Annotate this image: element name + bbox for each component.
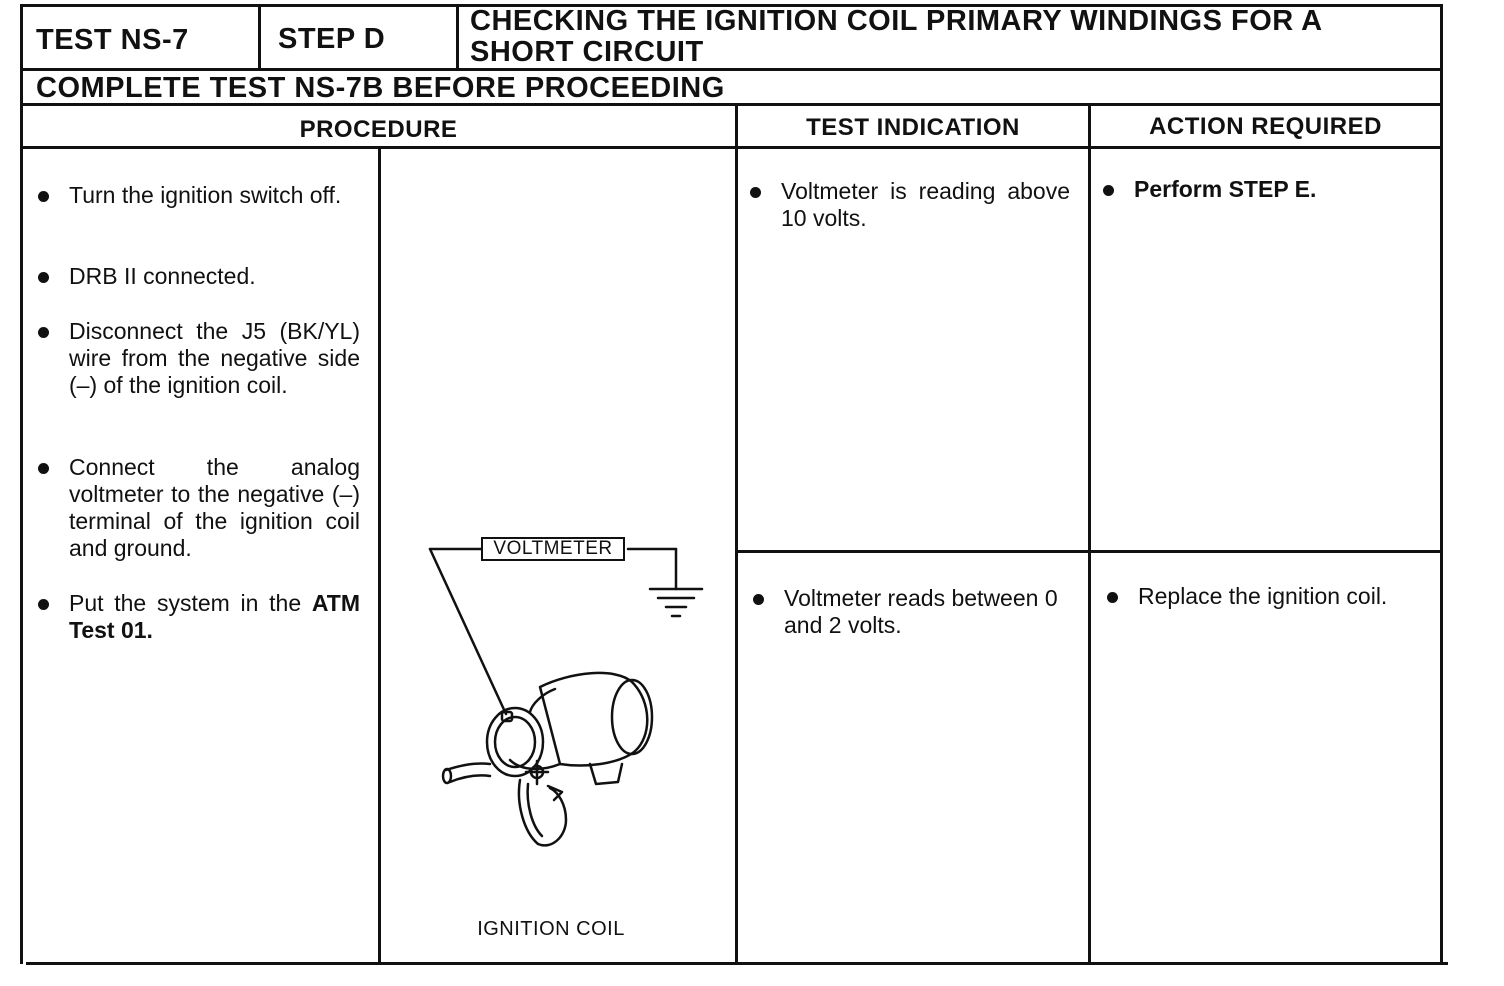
bullet-icon bbox=[38, 272, 49, 283]
bullet-icon bbox=[38, 191, 49, 202]
test-indication-text: Voltmeter is reading above 10 volts. bbox=[781, 178, 1070, 231]
bullet-icon bbox=[750, 187, 761, 198]
rule-header-mid bbox=[20, 68, 1442, 71]
bullet-icon bbox=[1107, 592, 1118, 603]
procedure-step: Connect the analog voltmeter to the nega… bbox=[38, 454, 360, 562]
procedure-step-text: Put the system in the bbox=[69, 590, 312, 616]
procedure-step: Put the system in the ATM Test 01. bbox=[38, 590, 360, 644]
rule-header-col2 bbox=[456, 4, 459, 70]
test-id: TEST NS-7 bbox=[36, 24, 189, 56]
column-header-test-indication: TEST INDICATION bbox=[806, 114, 1020, 141]
ignition-coil-diagram bbox=[428, 547, 704, 847]
procedure-step-wrap: Put the system in the ATM Test 01. bbox=[69, 590, 360, 644]
test-indication: Voltmeter reads between 0 and 2 volts. bbox=[753, 585, 1075, 639]
rule-procedure-inner bbox=[378, 148, 381, 964]
procedure-step: Turn the ignition switch off. bbox=[38, 182, 360, 209]
column-header-action-required: ACTION REQUIRED bbox=[1149, 113, 1382, 140]
column-header-procedure: PROCEDURE bbox=[299, 116, 458, 143]
table-border-top bbox=[20, 4, 1442, 7]
step-label: STEP D bbox=[278, 23, 386, 55]
bullet-icon bbox=[38, 463, 49, 474]
action-required-text: Replace the ignition coil. bbox=[1138, 583, 1388, 609]
procedure-step: Disconnect the J5 (BK/YL) wire from the … bbox=[38, 318, 360, 399]
action-required-text: Perform STEP E. bbox=[1134, 176, 1317, 202]
prerequisite-note: COMPLETE TEST NS-7B BEFORE PROCEEDING bbox=[36, 72, 725, 104]
voltmeter-box: VOLTMETER bbox=[481, 537, 625, 561]
voltmeter-label: VOLTMETER bbox=[493, 538, 613, 559]
bullet-icon bbox=[1103, 185, 1114, 196]
table-border-left bbox=[20, 4, 23, 964]
procedure-step-text: Connect the analog voltmeter to the nega… bbox=[69, 454, 360, 561]
bullet-icon bbox=[38, 327, 49, 338]
action-required: Replace the ignition coil. bbox=[1107, 583, 1432, 610]
procedure-step-bold: ATM Test 01. bbox=[69, 590, 360, 643]
rule-colheader-bottom bbox=[20, 146, 1442, 149]
test-indication-text: Voltmeter reads between 0 and 2 volts. bbox=[784, 585, 1058, 638]
procedure-step-text: Disconnect the J5 (BK/YL) wire from the … bbox=[69, 318, 360, 398]
rule-col-action bbox=[1088, 105, 1091, 964]
procedure-step-text: DRB II connected. bbox=[69, 263, 256, 289]
procedure-step-text: Turn the ignition switch off. bbox=[69, 182, 342, 208]
page-title: CHECKING THE IGNITION COIL PRIMARY WINDI… bbox=[470, 5, 1322, 68]
table-border-right bbox=[1440, 4, 1443, 964]
rule-header-bottom bbox=[20, 103, 1442, 106]
bullet-icon bbox=[753, 594, 764, 605]
bullet-icon bbox=[38, 599, 49, 610]
rule-col-indication bbox=[735, 105, 738, 964]
procedure-step: DRB II connected. bbox=[38, 263, 360, 290]
test-indication: Voltmeter is reading above 10 volts. bbox=[750, 178, 1070, 232]
figure-caption: IGNITION COIL bbox=[477, 918, 625, 940]
rule-header-col1 bbox=[258, 4, 261, 70]
action-required: Perform STEP E. bbox=[1103, 176, 1423, 203]
